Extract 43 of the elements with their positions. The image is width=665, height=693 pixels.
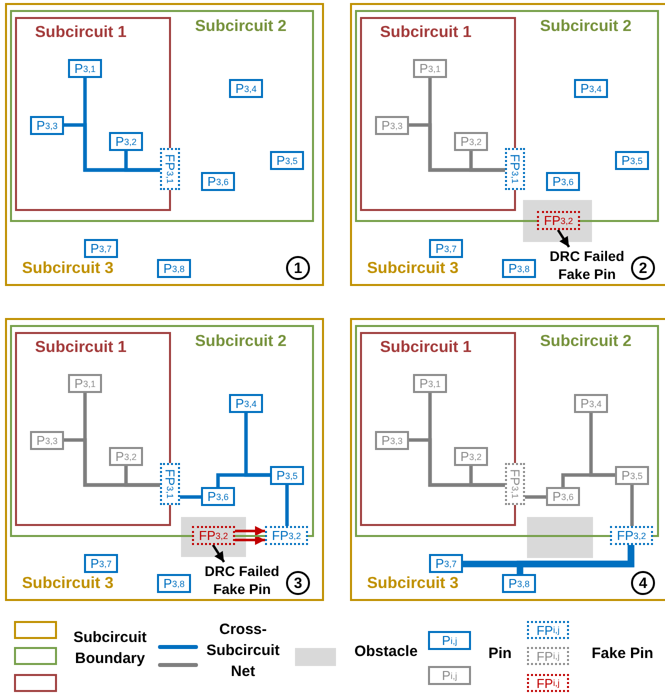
net-wire — [124, 466, 160, 487]
subcircuit-boundary — [5, 3, 324, 286]
legend-label: Pin — [487, 644, 513, 664]
subcircuit-title: Subcircuit 3 — [22, 260, 114, 278]
legend-label: Fake Pin — [590, 644, 654, 664]
net-wire — [244, 413, 270, 477]
net-wire — [469, 151, 505, 172]
subcircuit-title: Subcircuit 1 — [35, 339, 127, 357]
subcircuit-boundary — [350, 318, 665, 601]
net-wire — [469, 466, 505, 487]
arrow — [556, 229, 570, 248]
arrow — [235, 526, 265, 536]
net-wire — [589, 413, 615, 477]
step-number: 4 — [631, 571, 655, 595]
subcircuit-title: Subcircuit 2 — [540, 18, 632, 36]
legend-label: Subcircuit Boundary — [72, 628, 148, 669]
step-number: 2 — [631, 256, 655, 280]
subcircuit-title: Subcircuit 2 — [540, 333, 632, 351]
subcircuit-title: Subcircuit 1 — [35, 24, 127, 42]
arrow — [235, 535, 265, 545]
subcircuit-title: Subcircuit 1 — [380, 24, 472, 42]
subcircuit-title: Subcircuit 2 — [195, 18, 287, 36]
net-wire — [630, 485, 634, 526]
net-wire — [285, 485, 289, 526]
subcircuit-title: Subcircuit 1 — [380, 339, 472, 357]
legend-label: Obstacle — [353, 642, 419, 662]
net-wire — [525, 495, 546, 499]
subcircuit-title: Subcircuit 3 — [367, 260, 459, 278]
subcircuit-boundary — [5, 318, 324, 601]
net-wire — [124, 151, 160, 172]
step-number: 1 — [286, 256, 310, 280]
subcircuit-boundary — [10, 10, 314, 222]
arrow — [212, 544, 226, 563]
net-wire — [516, 545, 634, 574]
legend-label: Cross-Subcircuit Net — [205, 620, 281, 682]
subcircuit-boundary — [350, 3, 665, 286]
net-wire — [180, 495, 201, 499]
subcircuit-title: Subcircuit 3 — [22, 575, 114, 593]
step-number: 3 — [286, 571, 310, 595]
subcircuit-title: Subcircuit 2 — [195, 333, 287, 351]
subcircuit-title: Subcircuit 3 — [367, 575, 459, 593]
annotation-text: DRC Failed Fake Pin — [197, 562, 287, 600]
annotation-text: DRC Failed Fake Pin — [542, 247, 632, 285]
